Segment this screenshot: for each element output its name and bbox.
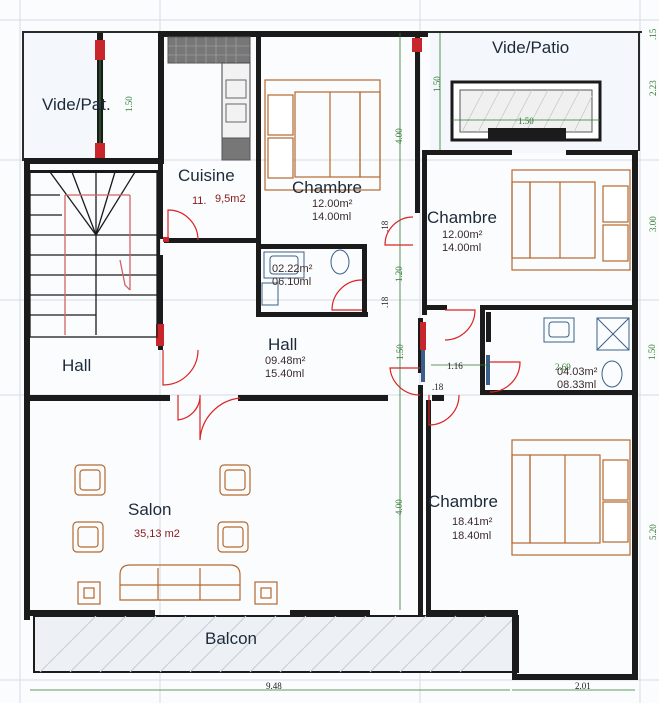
label-salon-area: 35,13 m2 [134, 528, 180, 540]
dim-18-c: .18 [432, 382, 444, 392]
dim-1-50-left: 1.50 [124, 96, 134, 112]
label-wc-area: 02.22m² [272, 263, 313, 275]
bed-chambre-1 [264, 79, 381, 191]
dim-1-16: 1.16 [447, 361, 463, 371]
label-chambre-2: Chambre [427, 208, 497, 227]
dim-9-48: 9.48 [266, 681, 282, 691]
dim-4-00-lower: 4.00 [394, 499, 404, 515]
bed-chambre-2 [511, 169, 631, 271]
dim-1-50-patio: 1.50 [432, 76, 442, 92]
dim-15: .15 [648, 28, 658, 40]
dimension-lines [30, 33, 635, 691]
dim-1-50-right: 1.50 [647, 344, 657, 360]
label-chambre-3-area: 18.41m² [452, 516, 493, 528]
label-chambre-3-perim: 18.40ml [452, 530, 491, 542]
dim-18-a: .18 [380, 220, 390, 232]
label-cuisine-small: 11. [192, 195, 206, 207]
dim-3-00: 3.00 [648, 216, 658, 232]
dim-1-20: 1.20 [394, 266, 404, 282]
label-sdb-area: 04.03m² [557, 366, 598, 378]
label-vide-patio-left: Vide/Pat. [42, 95, 111, 114]
patio-planter [450, 80, 602, 142]
label-cuisine: Cuisine [178, 166, 235, 185]
label-wc-perim: 06.10ml [272, 276, 311, 288]
label-sdb-perim: 08.33ml [557, 379, 596, 391]
label-chambre-1-area: 12.00m² [312, 198, 353, 210]
label-balcon: Balcon [205, 629, 257, 648]
label-vide-patio-right: Vide/Patio [492, 38, 569, 57]
label-cuisine-area: 9,5m2 [215, 193, 246, 205]
salon-furniture [72, 464, 278, 605]
vide-patio-left-area [24, 33, 104, 158]
label-sdb-dim: 2.69 [555, 362, 571, 372]
dim-1-50-hall: 1.50 [395, 344, 405, 360]
label-hall-perim: 15.40ml [265, 368, 304, 380]
label-hall-left: Hall [62, 356, 91, 375]
bathroom-fixtures [261, 249, 630, 388]
dim-18-b: .18 [380, 296, 390, 308]
kitchen-counter [167, 36, 251, 161]
dim-2-01: 2.01 [575, 681, 591, 691]
label-salon: Salon [128, 500, 171, 519]
bed-chambre-3 [511, 439, 631, 556]
label-hall-area: 09.48m² [265, 355, 306, 367]
balcon-band [33, 615, 519, 673]
staircase [29, 171, 158, 338]
label-chambre-2-perim: 14.00ml [442, 242, 481, 254]
label-chambre-1: Chambre [292, 178, 362, 197]
dim-2-23: 2.23 [648, 80, 658, 96]
label-chambre-1-perim: 14.00ml [312, 211, 351, 223]
label-chambre-2-area: 12.00m² [442, 229, 483, 241]
doors [162, 209, 521, 441]
label-hall-center: Hall [268, 335, 297, 354]
dim-4-00-upper: 4.00 [394, 128, 404, 144]
windows [95, 38, 490, 385]
label-chambre-3: Chambre [428, 492, 498, 511]
dim-5-20: 5.20 [648, 524, 658, 540]
dim-1-50-planter: 1.50 [518, 116, 534, 126]
